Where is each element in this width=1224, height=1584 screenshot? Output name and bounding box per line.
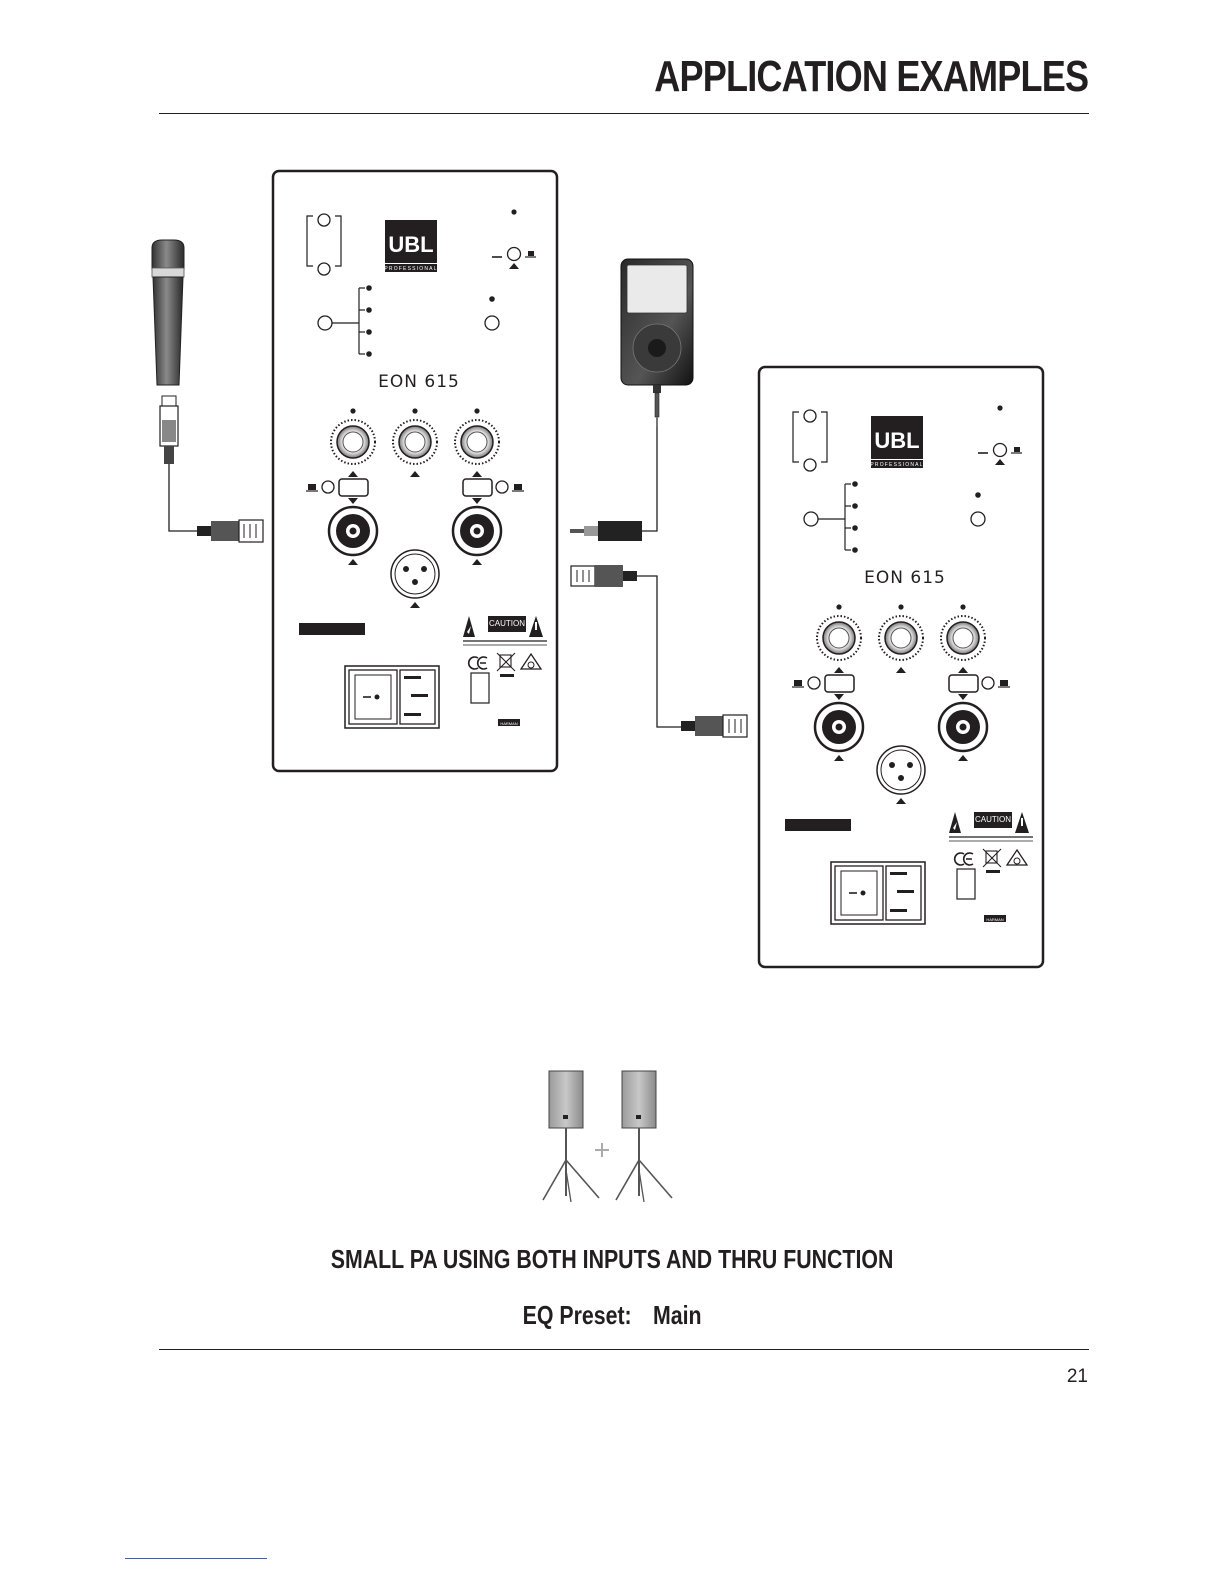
speaker-panel-right [759, 367, 1043, 967]
microphone-icon [152, 240, 184, 464]
thru-cable [637, 576, 681, 727]
connection-diagram: UBL PROFESSIONAL EON 615 CAUTION HARMAN … [0, 0, 1224, 1240]
eq-preset-value: Main [653, 1300, 702, 1330]
footer-rule [159, 1349, 1089, 1350]
brand-logo-left: UBL [388, 232, 433, 257]
media-cable [642, 427, 657, 531]
eq-preset-line: EQ Preset: Main [0, 1300, 1224, 1331]
xlr-plug-thru-icon [571, 565, 637, 587]
speaker-on-stand-left-icon [543, 1071, 599, 1202]
footer-link-underline [125, 1558, 267, 1559]
model-name-right: EON 615 [864, 568, 946, 588]
caution-label-right: CAUTION [975, 815, 1011, 824]
xlr-plug-right-icon [681, 715, 747, 737]
brand-sub-left: PROFESSIONAL [384, 266, 437, 272]
plus-icon [595, 1143, 609, 1157]
caption-title-text: SMALL PA USING BOTH INPUTS AND THRU FUNC… [331, 1244, 894, 1275]
speaker-on-stand-right-icon [616, 1071, 672, 1202]
caption-title: SMALL PA USING BOTH INPUTS AND THRU FUNC… [0, 1244, 1224, 1275]
speaker-panel-left [273, 171, 557, 771]
brand-sub-right: PROFESSIONAL [870, 462, 923, 468]
xlr-plug-left-icon [197, 520, 263, 542]
maker-label-right: HARMAN [986, 917, 1003, 922]
caution-label-left: CAUTION [489, 619, 525, 628]
eq-preset-label: EQ Preset: [523, 1300, 632, 1330]
brand-logo-right: UBL [874, 428, 919, 453]
jack-plug-icon [570, 521, 642, 541]
media-player-icon [621, 259, 693, 427]
maker-label-left: HARMAN [500, 721, 517, 726]
mic-cable [169, 464, 197, 531]
model-name-left: EON 615 [378, 372, 460, 392]
page-number: 21 [1067, 1366, 1088, 1388]
